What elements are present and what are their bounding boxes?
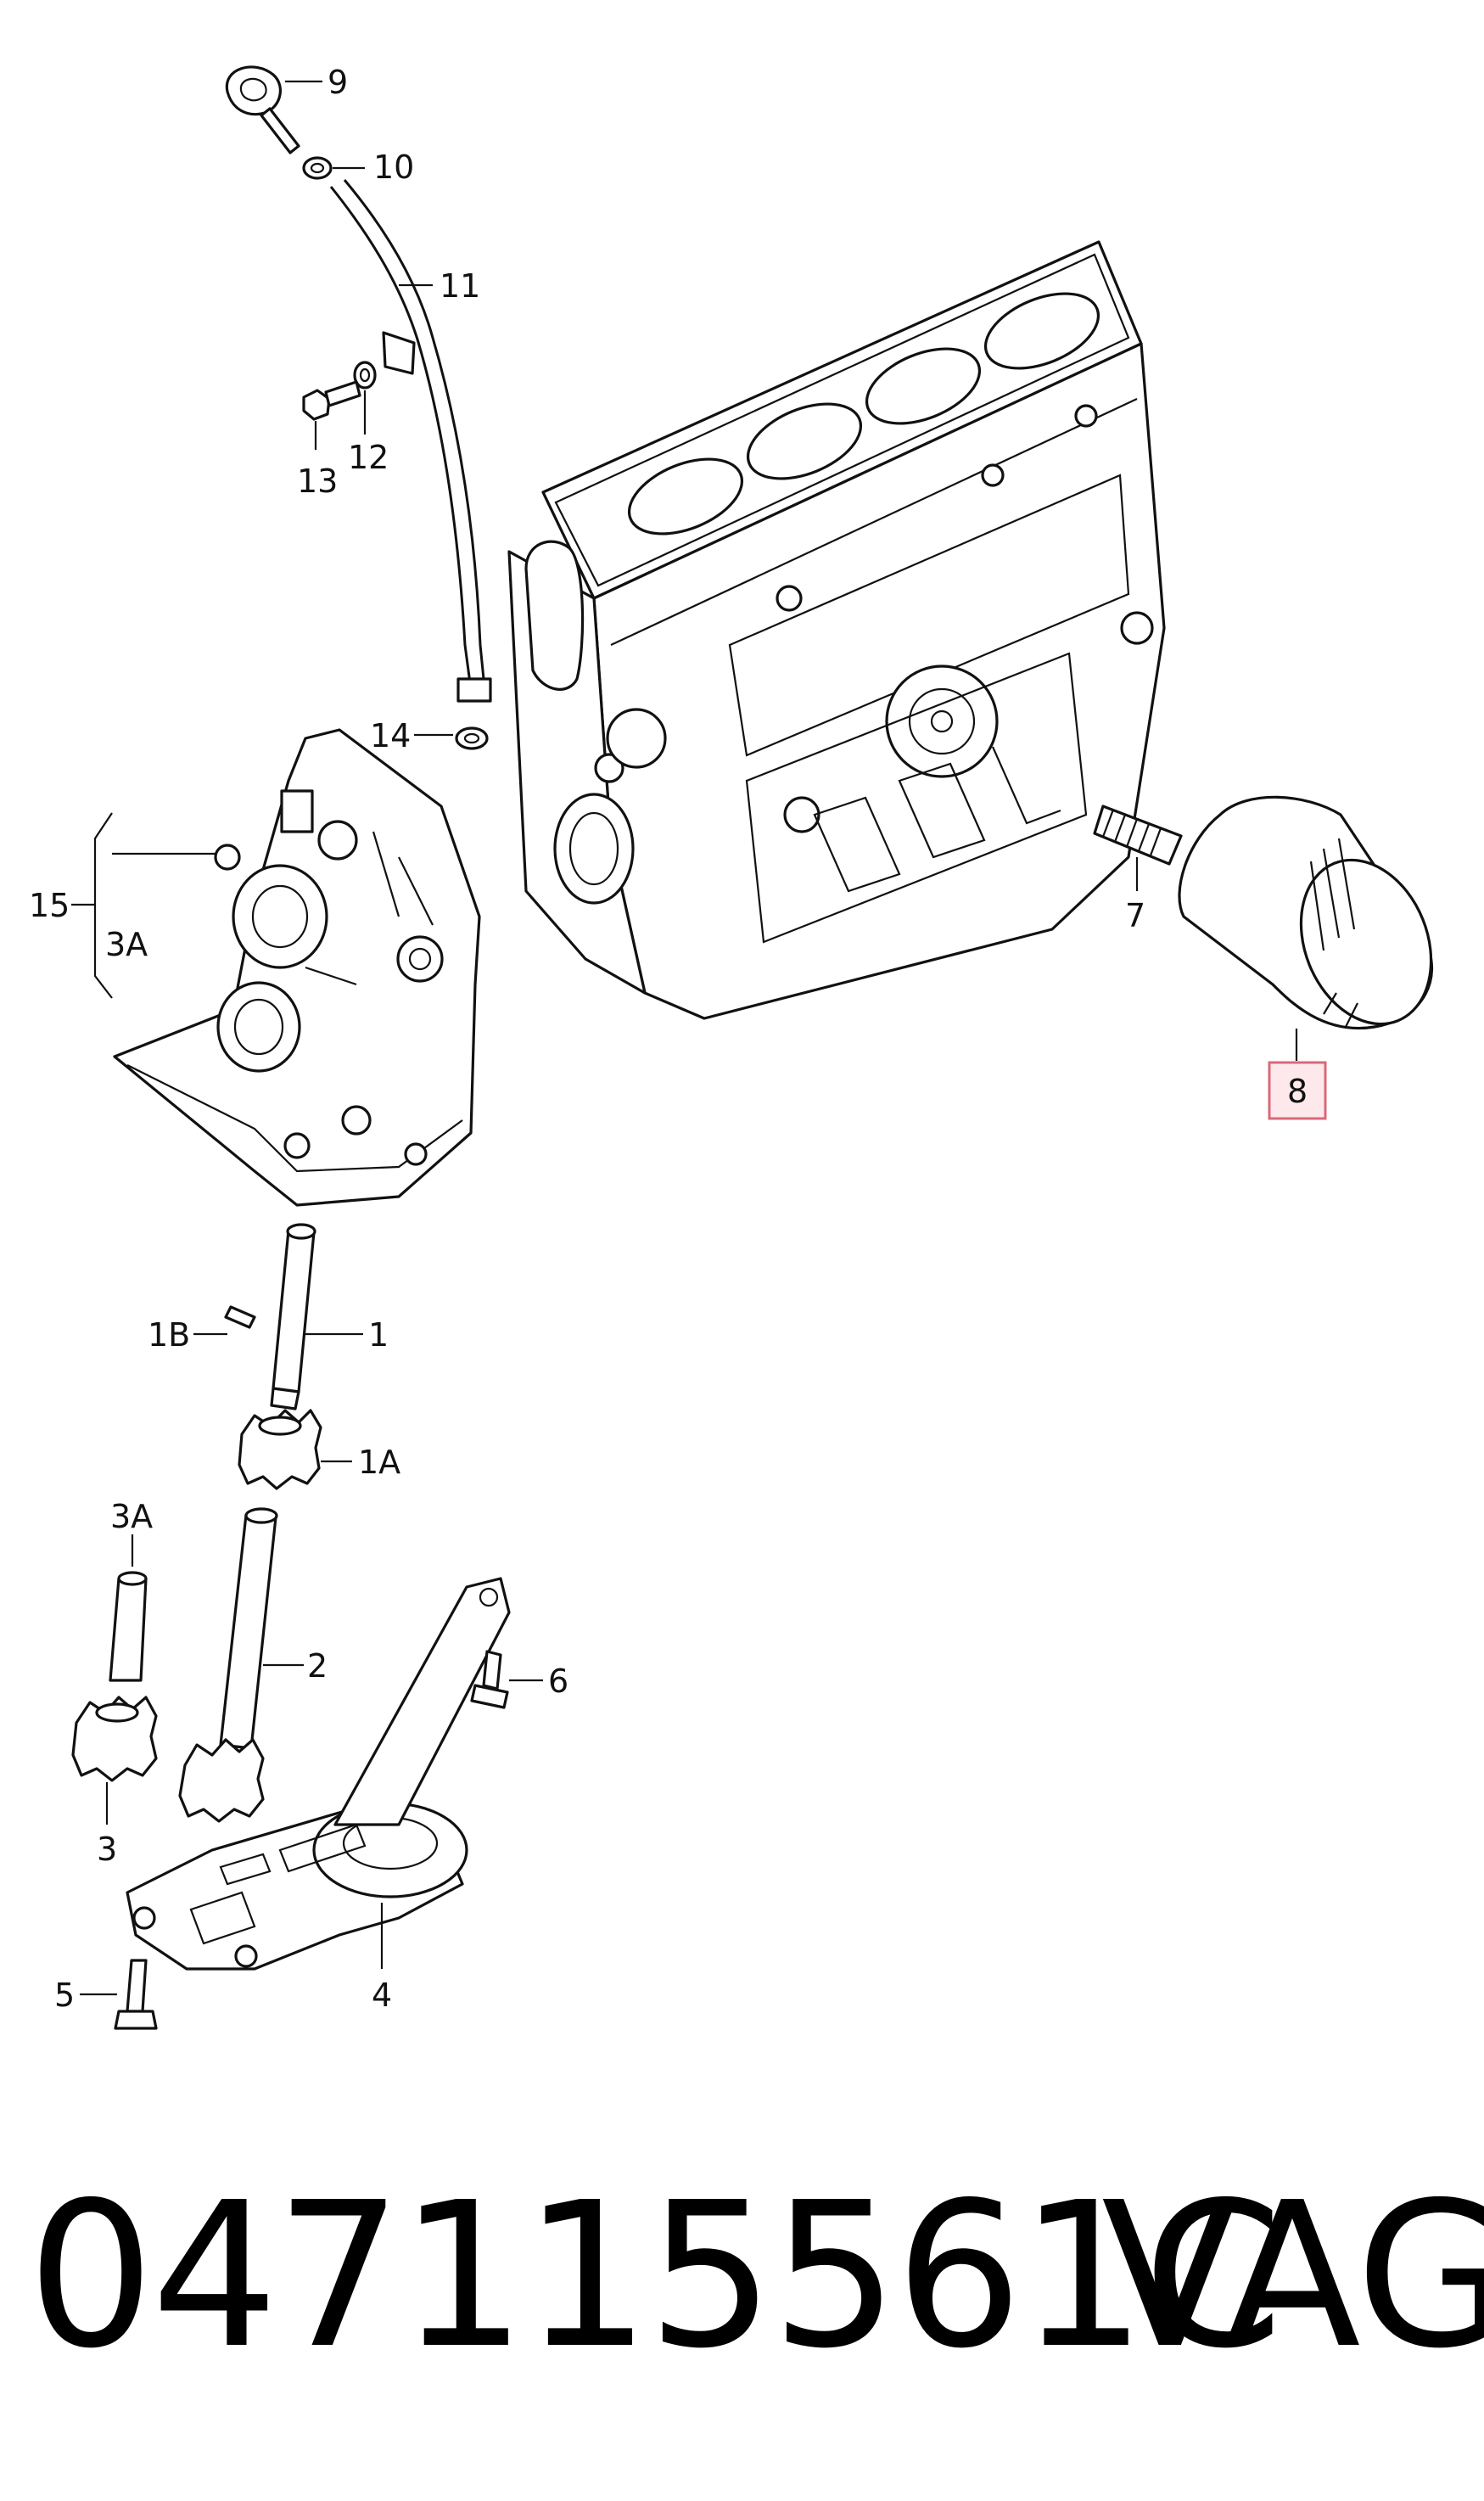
exploded-parts-diagram: 9 10 11 12 13 14 15 3A 1 1B 1A 3A 2 6 3 … (29, 64, 1434, 2030)
callout-13: 13 (297, 463, 338, 500)
pin-3A (109, 1571, 148, 1682)
dipstick-handle-9 (225, 65, 300, 154)
callout-6: 6 (548, 1663, 568, 1700)
callout-14: 14 (370, 717, 411, 754)
callout-4: 4 (372, 1977, 392, 2014)
dipstick-tube-11 (329, 179, 492, 703)
callout-5: 5 (54, 1977, 75, 2014)
bolt-13 (302, 380, 361, 421)
callout-9: 9 (328, 64, 348, 101)
bolt-5 (114, 1959, 158, 2030)
callout-1: 1 (368, 1316, 389, 1354)
callout-1B: 1B (148, 1316, 190, 1354)
washer-12 (353, 361, 377, 390)
part-number: 047115561C (27, 2159, 1283, 2392)
callout-15: 15 (29, 887, 70, 924)
gear-1A (238, 1409, 322, 1490)
oil-filter-8 (1178, 795, 1434, 1030)
callout-3: 3 (97, 1831, 117, 1868)
pin-1B (224, 1305, 256, 1329)
brand-name: VAG (1101, 2159, 1484, 2392)
callout-8: 8 (1287, 1073, 1308, 1110)
front-cover-15 (113, 728, 481, 1207)
callout-2: 2 (307, 1647, 328, 1685)
gear-3 (71, 1696, 158, 1782)
callout-3A-bracket: 3A (105, 926, 148, 963)
callout-10: 10 (373, 149, 414, 186)
oil-pump-4 (126, 1577, 511, 1971)
bolt-6 (470, 1650, 509, 1709)
engine-block (507, 240, 1166, 1020)
callout-3A: 3A (110, 1498, 153, 1535)
callout-1A: 1A (358, 1444, 400, 1481)
callout-11: 11 (440, 267, 480, 305)
drive-shaft-1 (270, 1223, 316, 1410)
callout-7: 7 (1125, 897, 1145, 934)
pump-shaft-2 (219, 1507, 278, 1750)
gear-on-shaft-2 (178, 1738, 265, 1823)
threaded-stud-7 (1093, 805, 1183, 866)
callout-8-highlight[interactable]: 8 (1268, 1061, 1327, 1120)
seal-ring-14 (455, 726, 489, 750)
leader-lines (71, 80, 1298, 1996)
seal-ring-10 (302, 156, 333, 180)
callout-12: 12 (348, 439, 389, 476)
